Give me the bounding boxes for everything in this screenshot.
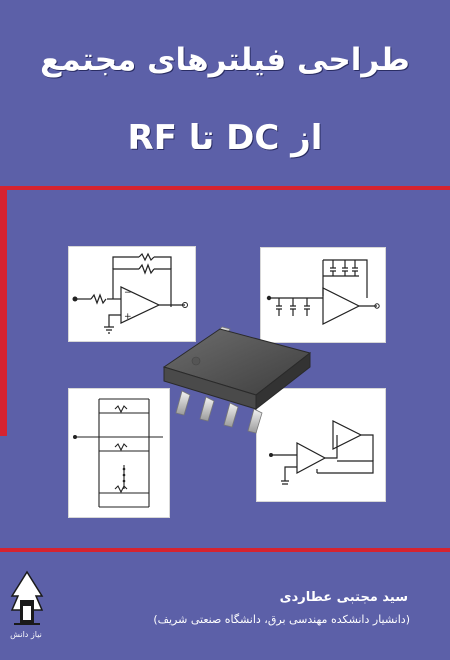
left-red-bar (0, 186, 7, 436)
publisher-logo-icon (6, 570, 48, 642)
ic-chip-icon (160, 325, 320, 445)
inverting-amplifier-diagram: − + (72, 252, 188, 334)
book-subtitle: از DC تا RF (127, 118, 323, 158)
switched-capacitor-diagram (266, 259, 380, 325)
publisher-name: نیاز دانش (10, 630, 42, 639)
circuit-panel-top-left: − + (68, 246, 196, 342)
svg-text:+: + (124, 312, 132, 322)
book-title: طراحی فیلترهای مجتمع (40, 42, 410, 78)
circuit-panel-bottom-right (256, 388, 386, 502)
cascaded-amplifier-diagram (269, 420, 374, 485)
author-affiliation: (دانشیار دانشکده مهندسی برق، دانشگاه صنع… (153, 613, 410, 626)
circuit-panel-top-right (260, 247, 386, 343)
circuit-panel-bottom-left (68, 388, 170, 518)
ladder-filter-diagram (73, 398, 163, 508)
author-name: سید مجتبی عطاردی (279, 590, 408, 605)
bottom-red-rule (0, 548, 450, 552)
top-red-rule (0, 186, 450, 190)
svg-text:−: − (124, 288, 132, 298)
